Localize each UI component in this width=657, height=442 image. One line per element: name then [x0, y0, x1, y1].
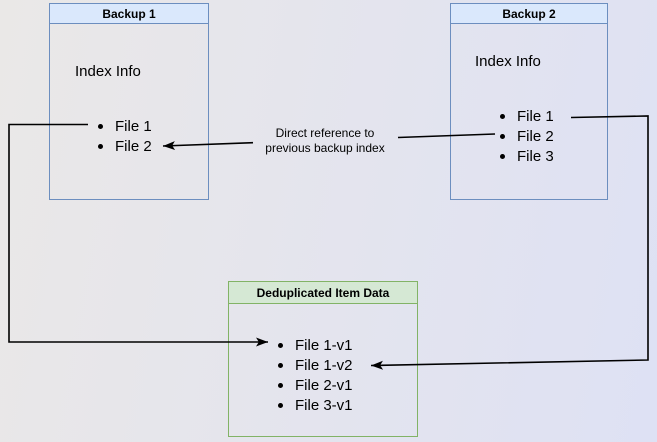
backup2-file-item: File 1	[500, 106, 554, 126]
bullet-icon	[98, 143, 103, 149]
file-label: File 1-v1	[295, 336, 353, 354]
bullet-icon	[500, 113, 505, 119]
bullet-icon	[98, 123, 103, 129]
file-label: File 1	[517, 107, 554, 125]
direct-reference-label: Direct reference to previous backup inde…	[245, 126, 405, 156]
backup2-title: Backup 2	[502, 6, 556, 21]
backup1-header: Backup 1	[50, 4, 208, 24]
backup1-box: Backup 1 Index Info File 1 File 2	[49, 3, 209, 200]
dedup-title: Deduplicated Item Data	[256, 285, 390, 300]
direct-reference-label-line1: Direct reference to	[275, 126, 375, 140]
bullet-icon	[278, 402, 283, 408]
file-label: File 2-v1	[295, 376, 353, 394]
dedup-box: Deduplicated Item Data File 1-v1 File 1-…	[228, 281, 418, 437]
backup2-file-item: File 3	[500, 146, 554, 166]
backup2-box: Backup 2 Index Info File 1 File 2 File 3	[450, 3, 608, 200]
bullet-icon	[500, 133, 505, 139]
dedup-header: Deduplicated Item Data	[229, 282, 417, 304]
dedup-file-item: File 3-v1	[278, 395, 353, 415]
bullet-icon	[500, 153, 505, 159]
dedup-file-item: File 1-v2	[278, 355, 353, 375]
backup1-title: Backup 1	[102, 6, 156, 21]
file-label: File 3	[517, 147, 554, 165]
dedup-file-item: File 2-v1	[278, 375, 353, 395]
backup2-header: Backup 2	[451, 4, 607, 24]
file-label: File 3-v1	[295, 396, 353, 414]
backup1-file-item: File 1	[98, 116, 152, 136]
backup2-index-info-label: Index Info	[475, 53, 541, 70]
bullet-icon	[278, 342, 283, 348]
backup2-file-item: File 2	[500, 126, 554, 146]
bullet-icon	[278, 382, 283, 388]
dedup-file-item: File 1-v1	[278, 335, 353, 355]
file-label: File 1-v2	[295, 356, 353, 374]
bullet-icon	[278, 362, 283, 368]
backup1-index-info-label: Index Info	[75, 63, 141, 80]
backup1-file-item: File 2	[98, 136, 152, 156]
file-label: File 2	[115, 137, 152, 155]
file-label: File 2	[517, 127, 554, 145]
file-label: File 1	[115, 117, 152, 135]
direct-reference-label-line2: previous backup index	[265, 141, 385, 155]
